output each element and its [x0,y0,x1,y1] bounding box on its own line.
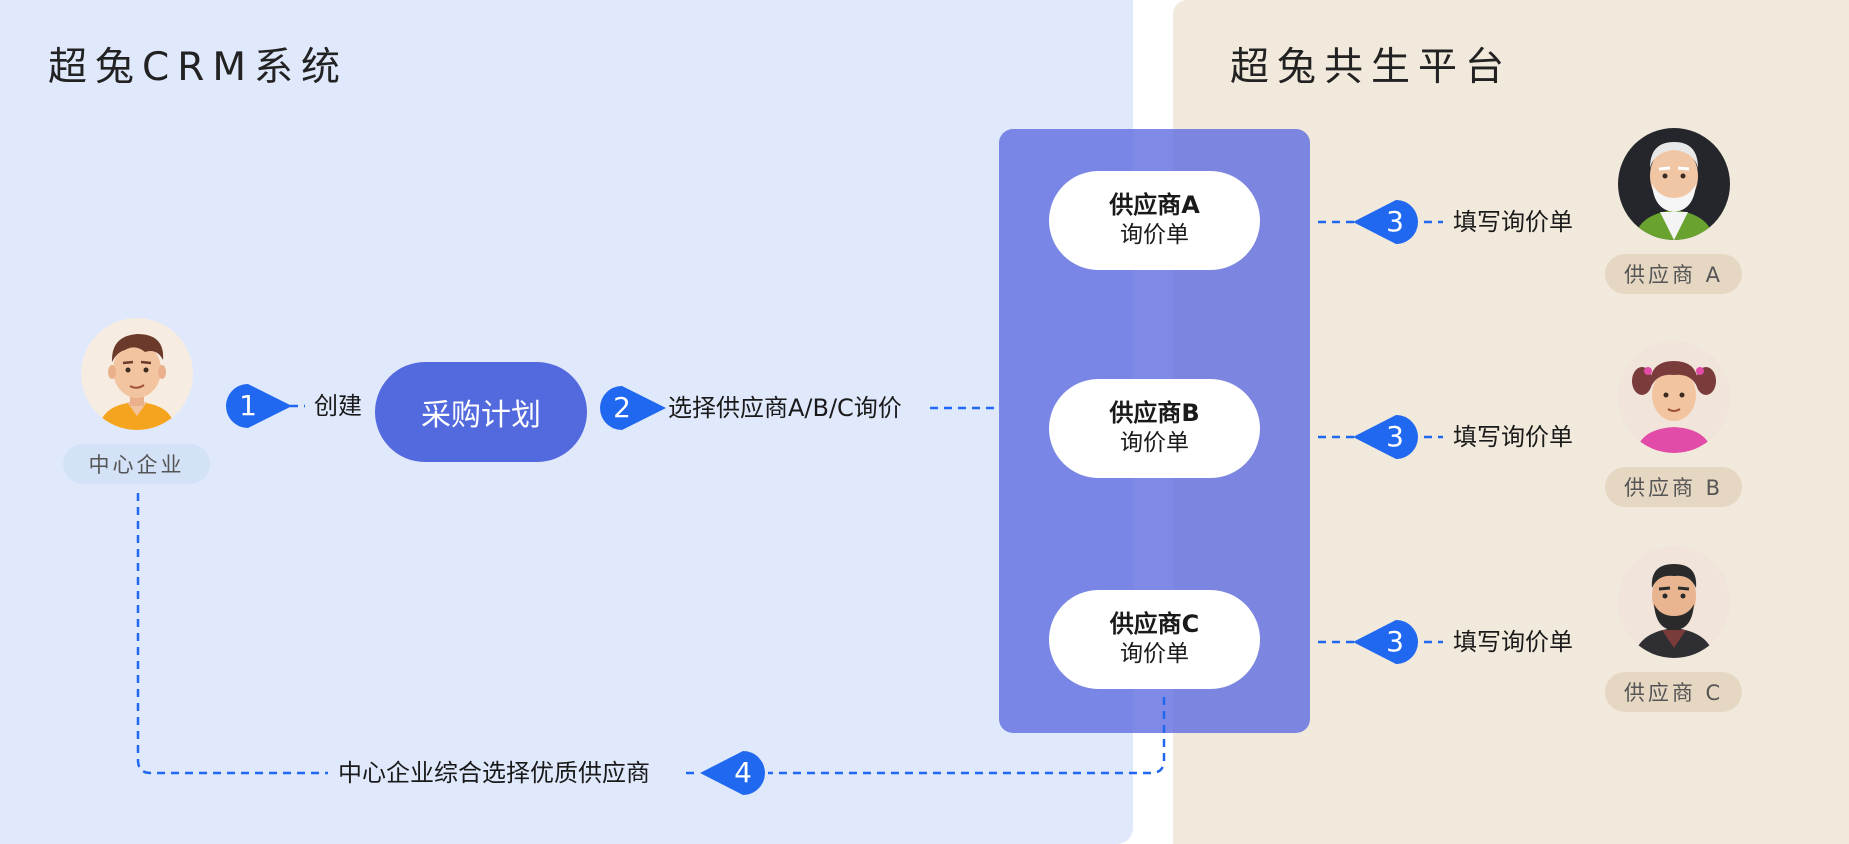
step-3b-badge [1353,415,1418,459]
supplier-a-avatar [1618,128,1730,240]
supplier-c-avatar [1618,546,1730,658]
step-2-badge [600,386,666,430]
connector-step-4-right [768,697,1166,775]
step-3a-badge [1353,200,1418,244]
step-1-number: 1 [239,389,257,422]
supplier-c-label: 供应商 C [1605,672,1742,712]
inquiry-form-c: 供应商C 询价单 [1049,590,1260,689]
step-3b-label: 填写询价单 [1453,423,1573,451]
supplier-b-label: 供应商 B [1605,467,1742,507]
step-4-number: 4 [734,756,752,789]
supplier-b-avatar [1618,341,1730,453]
step-3a-number: 3 [1386,205,1404,238]
step-3c-label: 填写询价单 [1453,628,1573,656]
inquiry-form-a: 供应商A 询价单 [1049,171,1260,270]
man-avatar-icon [99,334,175,430]
inquiry-form-b-title: 询价单 [1120,430,1189,457]
step-3b-number: 3 [1386,420,1404,453]
step-3c-number: 3 [1386,625,1404,658]
step-1-badge [226,384,292,428]
inquiry-form-b-supplier: 供应商B [1109,398,1200,427]
inquiry-form-a-supplier: 供应商A [1109,190,1200,219]
center-enterprise-label: 中心企业 [63,444,210,484]
step-4-badge [700,751,765,795]
supplier-a-label: 供应商 A [1605,254,1742,294]
bearded-man-avatar-icon [1634,564,1714,658]
elder-man-avatar-icon [1634,142,1714,240]
inquiry-form-c-supplier: 供应商C [1109,609,1200,638]
step-2-number: 2 [613,391,631,424]
crm-system-title: 超兔CRM系统 [48,45,348,90]
inquiry-form-c-title: 询价单 [1120,641,1189,668]
inquiry-form-b: 供应商B 询价单 [1049,379,1260,478]
step-2-label: 选择供应商A/B/C询价 [668,394,902,422]
inquiry-form-a-title: 询价单 [1120,222,1189,249]
step-4-label: 中心企业综合选择优质供应商 [338,759,650,787]
platform-title: 超兔共生平台 [1230,45,1513,90]
center-enterprise-avatar [81,318,193,430]
girl-avatar-icon [1632,361,1716,453]
step-3c-badge [1353,620,1418,664]
step-3a-label: 填写询价单 [1453,208,1573,236]
connector-step-4-left [136,493,328,775]
purchase-plan-node: 采购计划 [375,362,587,462]
step-1-label: 创建 [314,392,362,420]
